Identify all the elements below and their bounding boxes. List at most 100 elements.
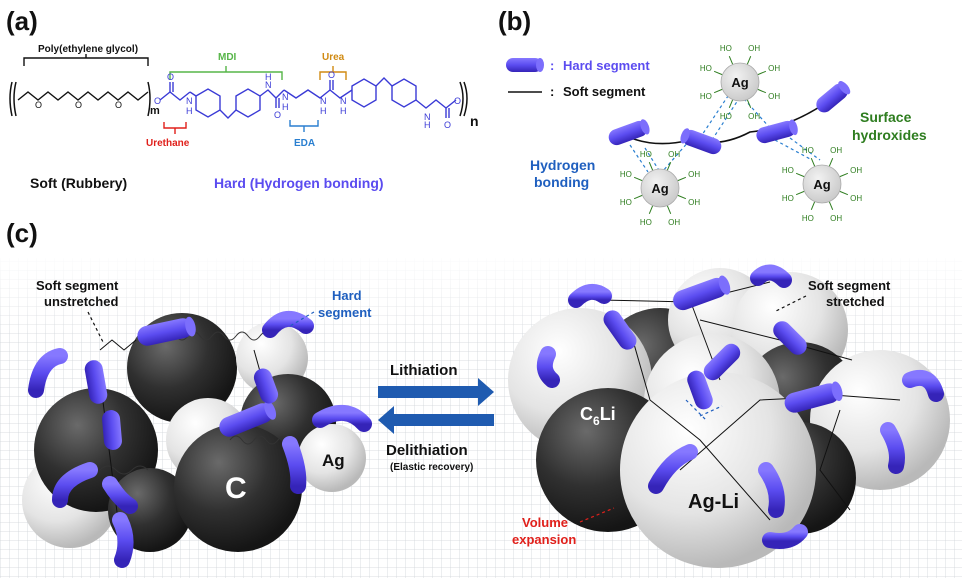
soft-unstretched-line1: Soft segment bbox=[36, 278, 119, 293]
eda-label: EDA bbox=[294, 138, 315, 149]
soft-caption: Soft (Rubbery) bbox=[30, 175, 127, 191]
svg-text:O: O bbox=[167, 72, 174, 82]
c6li-label: C6Li bbox=[580, 404, 616, 428]
right-agli-sphere bbox=[620, 372, 816, 568]
polymer-structure: O O O m bbox=[9, 70, 479, 130]
hydroxide-label: OH bbox=[748, 44, 760, 53]
mdi-ring-2 bbox=[235, 88, 261, 118]
peg-label: Poly(ethylene glycol) bbox=[38, 44, 138, 55]
hard-caption: Hard (Hydrogen bonding) bbox=[214, 175, 384, 191]
svg-text:O: O bbox=[274, 110, 281, 120]
c-right-assembly: C6Li Ag-Li Soft segment stretched Volume… bbox=[508, 264, 950, 568]
hydroxide-label: HO bbox=[620, 198, 632, 207]
panel-b: (b) : Hard segment : Soft segment bbox=[498, 6, 927, 227]
ag-particle-label: Ag bbox=[731, 75, 748, 90]
svg-text:O: O bbox=[444, 120, 451, 130]
hydroxide-label: HO bbox=[782, 194, 794, 203]
hydroxide-label: OH bbox=[748, 112, 760, 121]
legend-hard-swatch bbox=[506, 58, 542, 72]
soft-unstretched-line2: unstretched bbox=[44, 294, 118, 309]
hydroxide-label: HO bbox=[720, 44, 732, 53]
left-ag-sphere-small bbox=[298, 424, 366, 492]
legend-hard: : Hard segment bbox=[506, 58, 650, 73]
hydroxide-label: OH bbox=[668, 218, 680, 227]
hydroxide-label: HO bbox=[720, 112, 732, 121]
volume-expansion-line1: Volume bbox=[522, 515, 568, 530]
svg-text:H: H bbox=[424, 120, 431, 130]
legend-soft-label: Soft segment bbox=[563, 84, 646, 99]
surface-hydroxides-line1: Surface bbox=[860, 109, 912, 125]
panel-b-label: (b) bbox=[498, 6, 531, 36]
ag-particle-label: Ag bbox=[813, 177, 830, 192]
svg-text:N: N bbox=[186, 96, 193, 106]
hydrogen-bonding-line2: bonding bbox=[534, 174, 589, 190]
delithiation-arrow bbox=[378, 406, 494, 434]
hard-segment-line2: segment bbox=[318, 305, 372, 320]
svg-text:H: H bbox=[282, 102, 289, 112]
c-left-assembly: C Ag Soft segment unstretched Hard segme… bbox=[22, 278, 372, 568]
mdi-ring-4 bbox=[391, 78, 417, 108]
ag-particle-sphere bbox=[720, 62, 760, 102]
hydroxide-label: HO bbox=[640, 150, 652, 159]
urethane-label: Urethane bbox=[146, 138, 190, 149]
hydroxide-label: OH bbox=[830, 214, 842, 223]
hydrogen-bonding-line1: Hydrogen bbox=[530, 157, 595, 173]
hydroxide-label: HO bbox=[700, 64, 712, 73]
hard-segment-line1: Hard bbox=[332, 288, 362, 303]
ag-particle-label: Ag bbox=[651, 181, 668, 196]
svg-text:H: H bbox=[186, 106, 193, 116]
c-right-hard-segments bbox=[536, 264, 944, 549]
lithiation-label: Lithiation bbox=[390, 362, 458, 379]
c-reaction-arrows: Lithiation Delithiation (Elastic recover… bbox=[378, 362, 494, 473]
svg-text:O: O bbox=[115, 100, 122, 110]
soft-stretched-line2: stretched bbox=[826, 294, 885, 309]
c-carbon-label: C bbox=[225, 472, 247, 505]
subscript-m: m bbox=[150, 105, 160, 117]
hydroxide-label: OH bbox=[850, 194, 862, 203]
surface-hydroxides-line2: hydroxides bbox=[852, 127, 927, 143]
subscript-n: n bbox=[470, 113, 479, 129]
hydroxide-label: HO bbox=[782, 166, 794, 175]
svg-text:N: N bbox=[340, 96, 347, 106]
svg-text:N: N bbox=[320, 96, 327, 106]
urea-label: Urea bbox=[322, 52, 345, 63]
hydroxide-label: OH bbox=[688, 170, 700, 179]
repeat-bracket-m bbox=[147, 81, 151, 117]
eda-brace bbox=[289, 120, 319, 132]
hydroxide-label: OH bbox=[768, 92, 780, 101]
panel-a-label: (a) bbox=[6, 6, 38, 36]
hydroxide-label: HO bbox=[640, 218, 652, 227]
lithiation-arrow bbox=[378, 378, 494, 406]
svg-text::: : bbox=[550, 58, 554, 73]
mdi-brace bbox=[169, 66, 283, 80]
c-ag-label: Ag bbox=[322, 451, 345, 470]
hydroxide-label: HO bbox=[802, 214, 814, 223]
urea-brace bbox=[319, 66, 347, 80]
delithiation-label: Delithiation bbox=[386, 442, 468, 459]
mdi-ring-3 bbox=[351, 78, 377, 108]
mdi-label: MDI bbox=[218, 52, 237, 63]
hydroxide-label: HO bbox=[620, 170, 632, 179]
hydroxide-label: OH bbox=[850, 166, 862, 175]
peg-chain bbox=[17, 91, 149, 101]
elastic-recovery-label: (Elastic recovery) bbox=[390, 462, 473, 473]
left-c-sphere-large bbox=[174, 424, 302, 552]
svg-text:O: O bbox=[328, 70, 335, 80]
svg-text:H: H bbox=[320, 106, 327, 116]
repeat-bracket-left bbox=[9, 81, 13, 117]
b-hard-segments bbox=[608, 81, 851, 155]
legend-soft: : Soft segment bbox=[508, 84, 646, 99]
hydroxide-label: OH bbox=[668, 150, 680, 159]
svg-text:O: O bbox=[454, 96, 461, 106]
repeat-bracket-right bbox=[463, 81, 468, 117]
hydroxide-label: HO bbox=[802, 146, 814, 155]
c-left-hard-segments bbox=[28, 311, 372, 568]
ag-particle-sphere bbox=[640, 168, 680, 208]
svg-text:N: N bbox=[265, 80, 272, 90]
mdi-ring-1 bbox=[195, 88, 221, 118]
